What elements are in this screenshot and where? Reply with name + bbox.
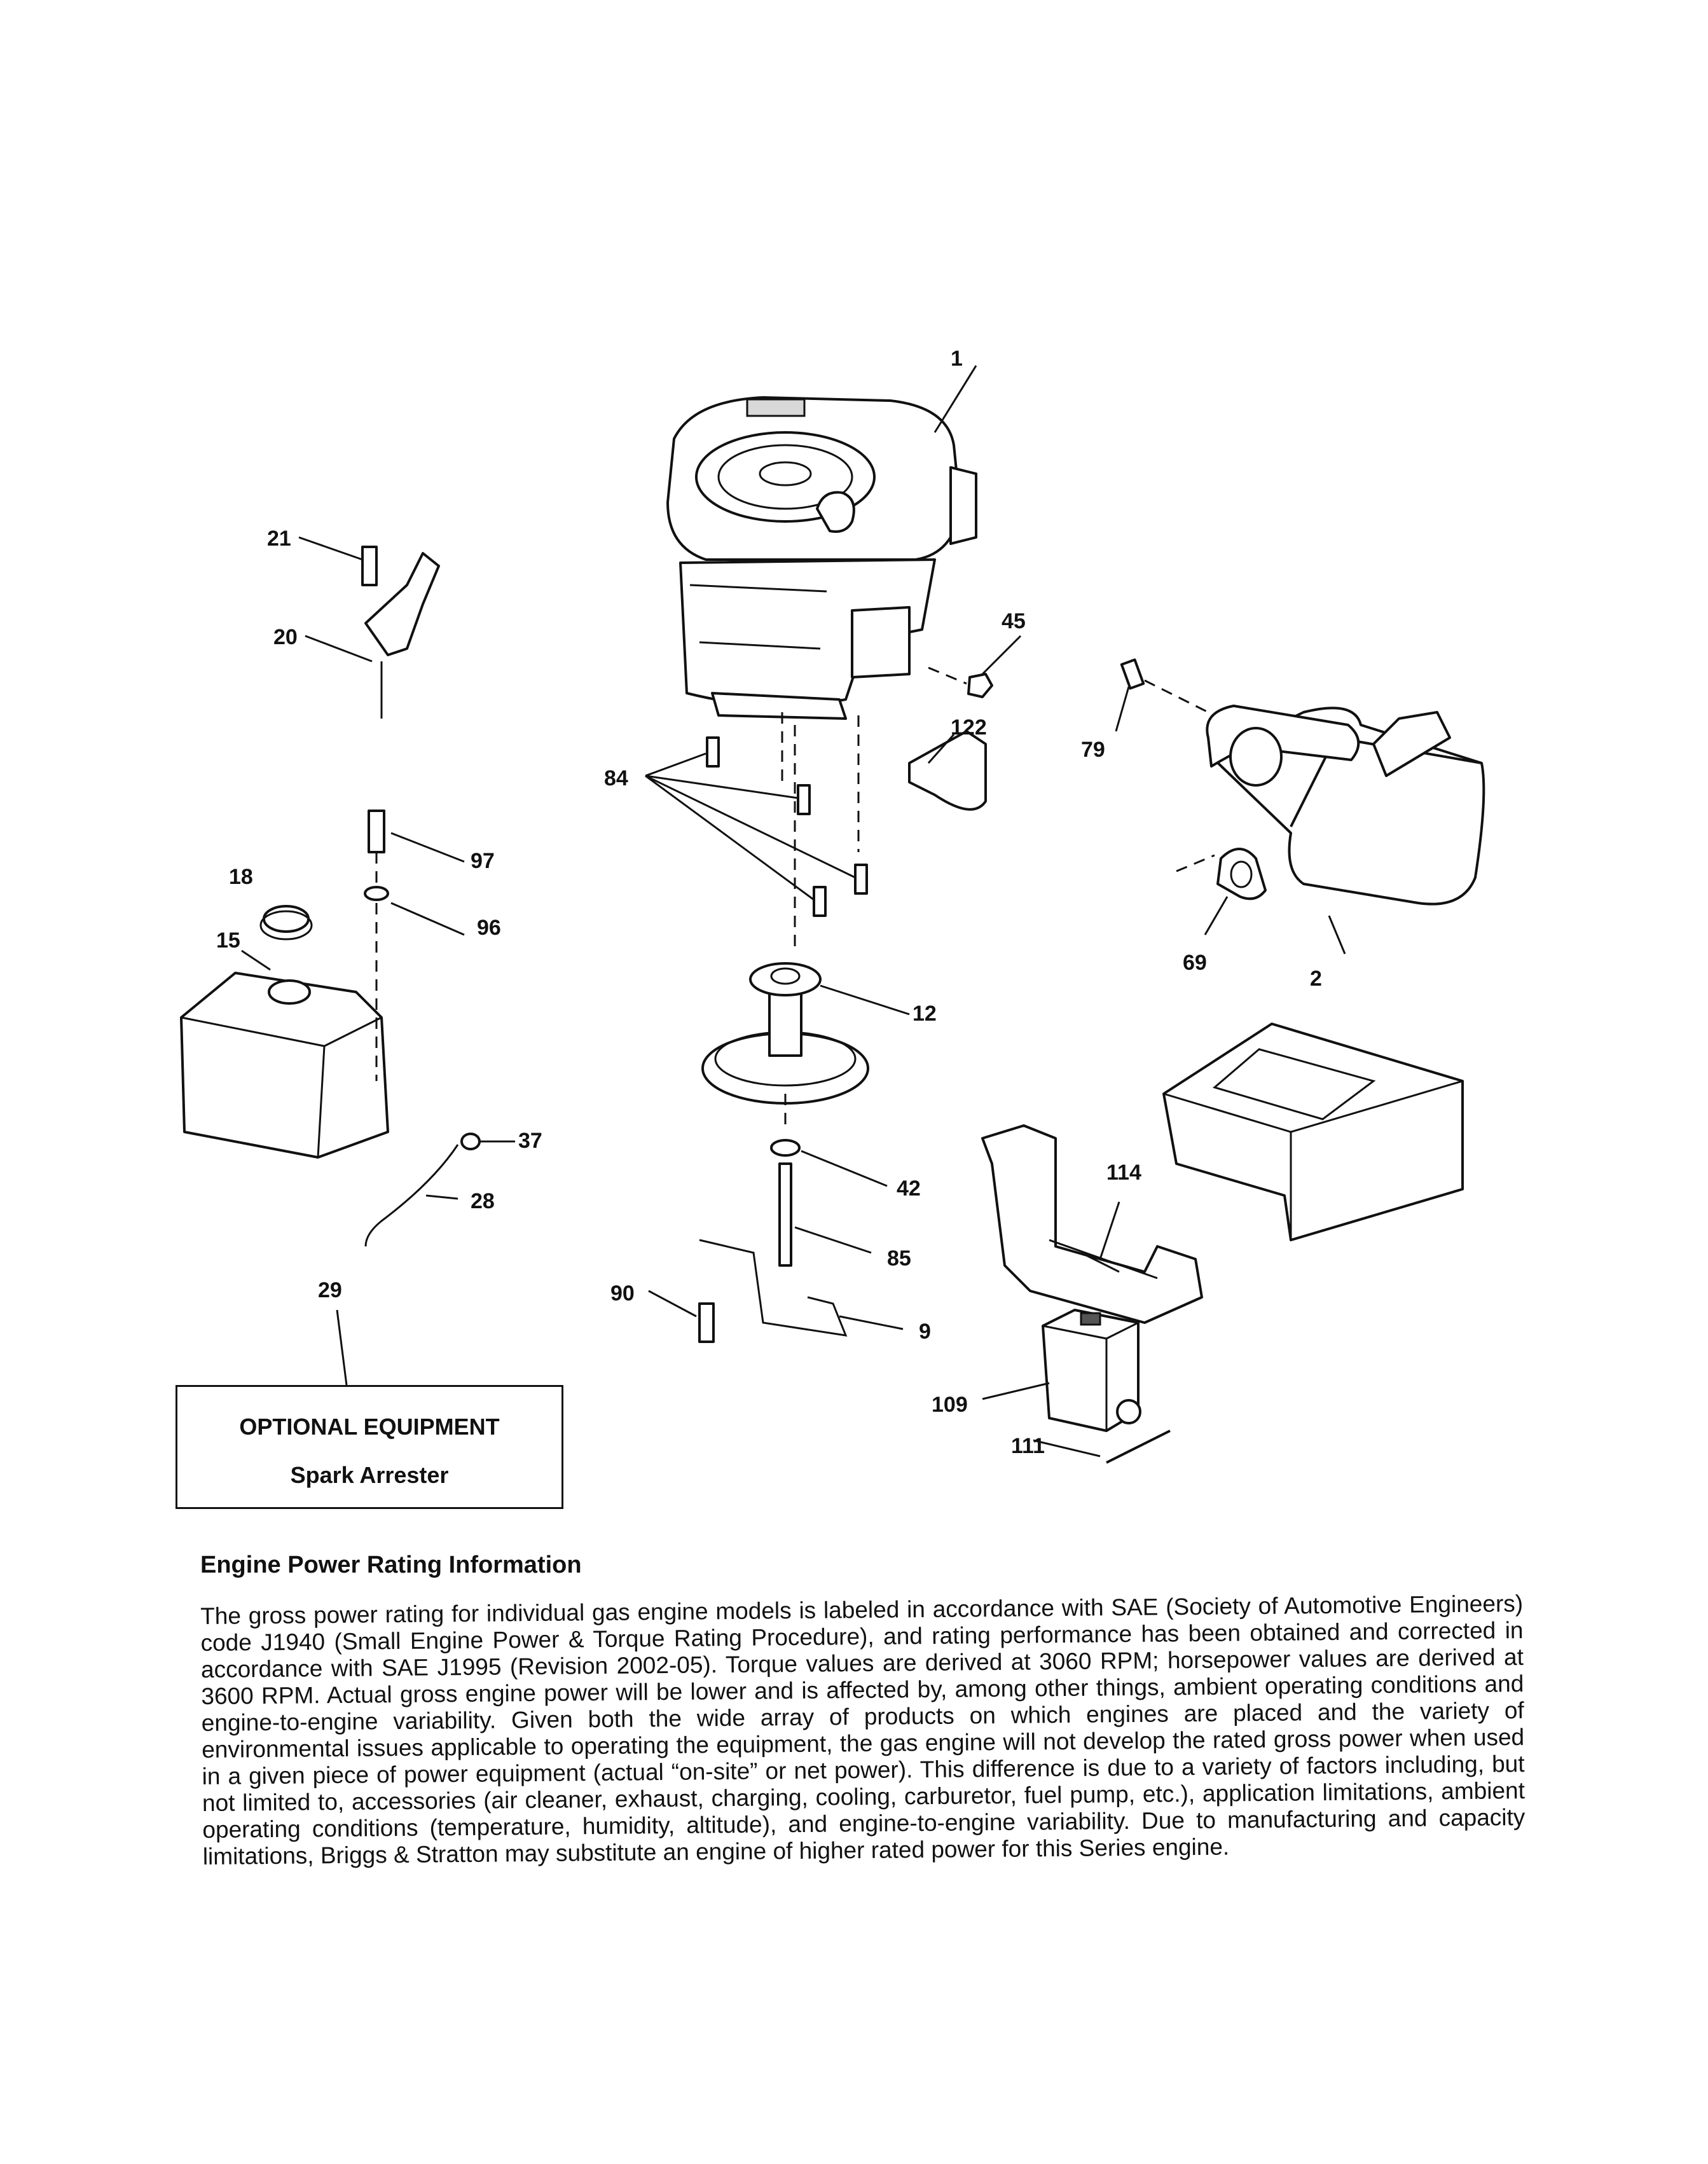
label-29: 29 [318,1278,342,1302]
label-15: 15 [216,928,240,953]
tank-washer [364,886,389,901]
muffler-bolt [1120,658,1145,690]
label-85: 85 [887,1246,911,1271]
nut [967,673,993,698]
label-90: 90 [610,1281,635,1306]
optional-equipment-title: OPTIONAL EQUIPMENT [239,1414,500,1440]
label-122: 122 [951,715,987,740]
engine-mount-plate [1162,1023,1464,1241]
label-1: 1 [951,347,963,371]
exhaust-gasket [1216,848,1267,900]
label-21: 21 [267,527,291,551]
label-79: 79 [1081,738,1105,762]
label-111: 111 [1011,1434,1045,1458]
label-9: 9 [919,1320,931,1344]
battery-bracket [981,1124,1203,1324]
label-109: 109 [932,1393,968,1417]
label-114: 114 [1106,1161,1141,1185]
shield [908,730,987,811]
label-96: 96 [477,916,501,940]
optional-equipment-box: OPTIONAL EQUIPMENT Spark Arrester [176,1385,563,1509]
engine-power-rating-title: Engine Power Rating Information [200,1552,582,1578]
engine-power-rating-section: Engine Power Rating Information The gros… [200,1552,1525,1870]
label-69: 69 [1183,951,1207,975]
optional-equipment-item: Spark Arrester [290,1462,449,1488]
label-84: 84 [604,766,628,790]
throttle-bracket [361,546,440,719]
engine-bolts [706,736,868,917]
engine-power-rating-body: The gross power rating for individual ga… [200,1590,1525,1870]
label-12: 12 [913,1002,937,1026]
fuel-tank [180,972,389,1159]
battery [1042,1309,1141,1432]
label-28: 28 [471,1189,495,1213]
label-37: 37 [518,1129,542,1153]
muffler [1206,705,1485,906]
tank-bolt [368,810,385,853]
engine-pulley [701,962,869,1105]
assembly-lines [375,666,1215,1132]
fuel-line [364,1144,459,1247]
pulley-washer [770,1139,801,1157]
label-2: 2 [1310,967,1322,991]
leader-lines [241,365,1346,1458]
label-42: 42 [897,1176,921,1201]
label-45: 45 [1002,609,1026,633]
fuel-cap [259,905,313,941]
label-18: 18 [229,865,253,889]
battery-cable [1106,1430,1171,1464]
hose-clamp [460,1133,481,1150]
label-20: 20 [273,625,298,649]
guide-bolt [698,1302,715,1343]
engine [666,396,977,720]
belt-guide [699,1239,848,1337]
part-number-labels: 1 21 20 45 122 79 84 97 18 96 15 69 2 12… [216,347,1322,1458]
label-97: 97 [471,849,495,873]
pulley-bolt [778,1162,792,1267]
